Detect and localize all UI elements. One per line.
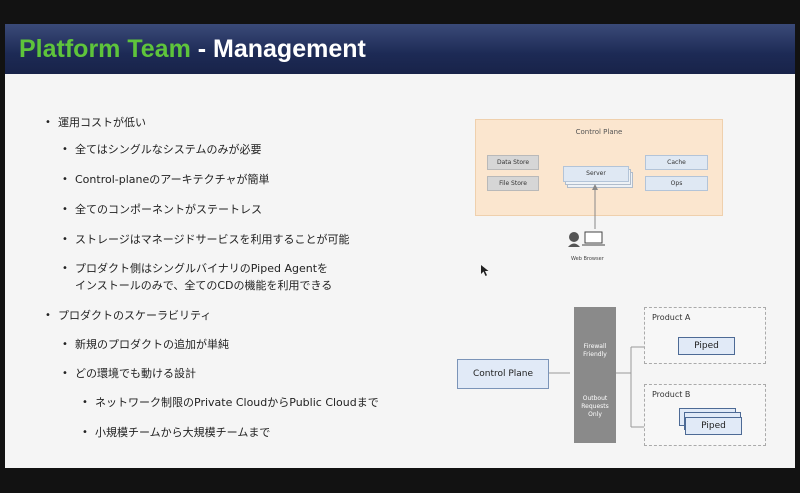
bullet-text: 運用コストが低い xyxy=(58,116,146,129)
title-bar: Platform Team - Management xyxy=(5,24,795,74)
server-box: Server xyxy=(563,166,629,182)
slide: Platform Team - Management • 運用コストが低い • 全て… xyxy=(5,24,795,468)
bullet-text: 全てはシングルなシステムのみが必要 xyxy=(75,143,262,156)
arrow-head xyxy=(592,184,598,190)
data-store-box: Data Store xyxy=(487,155,539,170)
laptop-icon xyxy=(584,231,603,244)
only-label: Only xyxy=(588,411,602,418)
mouse-cursor-icon xyxy=(481,265,489,276)
friendly-label: Friendly xyxy=(583,351,607,358)
bullet-dot: • xyxy=(62,339,68,350)
bullet-dot: • xyxy=(45,310,51,321)
bullet-text: プロダクトのスケーラビリティ xyxy=(58,309,212,322)
bullet-text: 全てのコンポーネントがステートレス xyxy=(75,203,262,216)
user-icon xyxy=(569,232,579,242)
bullet-item: • Control-planeのアーキテクチャが簡単 xyxy=(62,173,270,187)
bullet-dot: • xyxy=(62,144,68,155)
bullet-dot: • xyxy=(82,397,88,408)
user-body-icon xyxy=(568,243,580,247)
web-browser-label: Web Browser xyxy=(571,256,604,262)
bullet-item: • 全てのコンポーネントがステートレス xyxy=(62,203,262,217)
bullet-text: Control-planeのアーキテクチャが簡単 xyxy=(75,173,270,186)
piped-agent-a: Piped xyxy=(678,337,735,355)
control-plane-box: Control Plane xyxy=(457,359,549,389)
bullet-text: インストールのみで、全てのCDの機能を利用できる xyxy=(75,279,333,292)
product-b-label: Product B xyxy=(652,390,691,399)
firewall-label: Firewall xyxy=(583,343,607,350)
requests-label: Requests xyxy=(581,403,609,410)
bullet-item: • プロダクトのスケーラビリティ xyxy=(45,309,212,323)
bullet-text: どの環境でも動ける設計 xyxy=(75,367,196,380)
bullet-item: • ネットワーク制限のPrivate CloudからPublic Cloudまで xyxy=(82,396,379,410)
bullet-dot: • xyxy=(82,427,88,438)
bullet-dot: • xyxy=(62,234,68,245)
piped-agent-b: Piped xyxy=(685,417,742,435)
outbound-label: Outbout xyxy=(582,395,608,402)
firewall-column: Firewall Friendly Outbout Requests Only xyxy=(574,307,616,443)
bullet-text: ネットワーク制限のPrivate CloudからPublic Cloudまで xyxy=(95,396,379,409)
bullet-dot: • xyxy=(62,368,68,379)
ops-box: Ops xyxy=(645,176,708,191)
bullet-item: • どの環境でも動ける設計 xyxy=(62,367,196,381)
cache-box: Cache xyxy=(645,155,708,170)
title-section: - Management xyxy=(190,35,366,63)
bullet-text: 小規模チームから大規模チームまで xyxy=(95,426,271,439)
bullet-continuation: インストールのみで、全てのCDの機能を利用できる xyxy=(75,279,332,293)
bullet-dot: • xyxy=(62,174,68,185)
bullet-item: • 小規模チームから大規模チームまで xyxy=(82,426,271,440)
bullet-text: プロダクト側はシングルバイナリのPiped Agentを xyxy=(75,262,329,275)
product-a-label: Product A xyxy=(652,313,691,322)
bullet-item: • プロダクト側はシングルバイナリのPiped Agentを xyxy=(62,262,329,276)
title-team: Platform Team xyxy=(19,35,191,63)
slide-title: Platform Team - Management xyxy=(19,34,366,64)
bullet-dot: • xyxy=(45,117,51,128)
bullet-item: • 全てはシングルなシステムのみが必要 xyxy=(62,143,262,157)
control-plane-title: Control Plane xyxy=(575,128,623,136)
bullet-dot: • xyxy=(62,263,68,274)
bullet-item: • ストレージはマネージドサービスを利用することが可能 xyxy=(62,233,350,247)
bullet-dot: • xyxy=(62,204,68,215)
bullet-text: 新規のプロダクトの追加が単純 xyxy=(75,338,229,351)
file-store-box: File Store xyxy=(487,176,539,191)
bullet-text: ストレージはマネージドサービスを利用することが可能 xyxy=(75,233,350,246)
bullet-item: • 新規のプロダクトの追加が単純 xyxy=(62,338,229,352)
product-a-box: Product A xyxy=(644,307,766,364)
bullet-item: • 運用コストが低い xyxy=(45,116,146,130)
